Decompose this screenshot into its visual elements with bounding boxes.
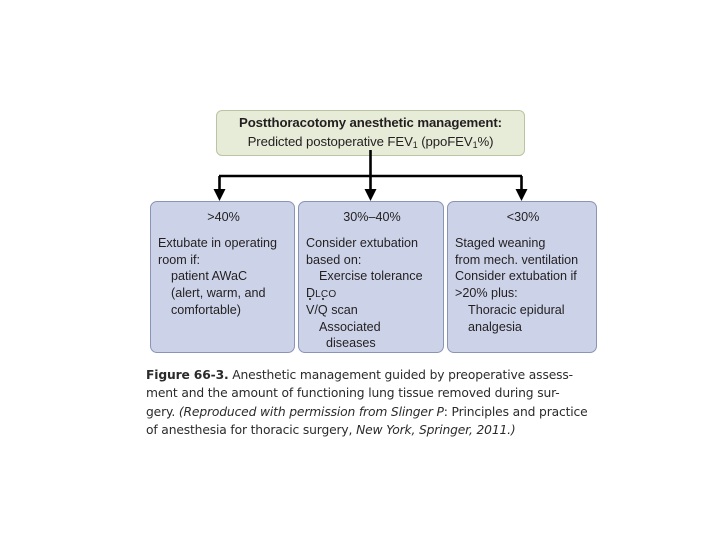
branch-line: Consider extubation — [306, 236, 419, 250]
branch-line: (alert, warm, and — [171, 286, 266, 301]
branch-body: Staged weaning from mech. ventilation Co… — [455, 235, 591, 335]
caption-line-1: Figure 66-3. Anesthetic management guide… — [146, 366, 586, 384]
root-subtitle-sub2: 1 — [472, 140, 478, 151]
connector-arrowheads — [213, 189, 528, 201]
caption-figure-label: Figure 66-3. — [146, 368, 229, 382]
root-subtitle-mid: (ppoFEV — [417, 134, 473, 149]
branch-heading: <30% — [506, 210, 540, 224]
branch-line: diseases — [326, 336, 376, 351]
arrowhead-right — [515, 189, 528, 201]
branch-line: comfortable) — [171, 302, 241, 317]
branch-line: Consider extubation if — [455, 269, 577, 284]
flowchart-branch-row: >40% Extubate in operating room if: pati… — [150, 201, 597, 353]
branch-box-above-40: >40% Extubate in operating room if: pati… — [150, 201, 295, 353]
branch-line: based on: — [306, 252, 362, 267]
connector-arrows — [213, 150, 528, 201]
dlco-subscript: LCO — [315, 289, 337, 301]
caption-line-4: of anesthesia for thoracic surgery, New … — [146, 421, 586, 439]
vq-scan-label: scan — [327, 302, 358, 317]
caption-line-3-roman-a: gery. — [146, 404, 179, 419]
root-subtitle-post: %) — [477, 134, 494, 149]
branch-line: from mech. ventilation — [455, 252, 579, 267]
branch-heading: 30%–40% — [343, 210, 401, 224]
dlco-d: D — [306, 286, 316, 301]
branch-line-dlco: DLCO — [306, 285, 438, 302]
caption-line-3-italic-a: (Reproduced with permission from Slinger… — [178, 404, 444, 419]
root-box-title: Postthoracotomy anesthetic management: — [239, 115, 502, 131]
branch-line: Extubate in operating — [158, 236, 278, 250]
branch-line: Thoracic epidural — [468, 302, 565, 317]
branch-heading: >40% — [207, 210, 240, 224]
branch-line: room if: — [158, 252, 200, 267]
branch-body: Consider extubation based on: Exercise t… — [306, 235, 438, 352]
branch-line: patient AWaC — [171, 269, 248, 284]
arrowhead-left — [213, 189, 226, 201]
caption-line-1-text: Anesthetic management guided by preopera… — [228, 368, 573, 382]
caption-line-3-roman-b: : Principles and practice — [443, 404, 588, 419]
branch-line: analgesia — [468, 319, 522, 334]
branch-line: >20% plus: — [455, 286, 518, 301]
branch-line: Staged weaning — [455, 236, 546, 250]
root-box-subtitle: Predicted postoperative FEV1 (ppoFEV1%) — [248, 134, 494, 151]
branch-box-below-30: <30% Staged weaning from mech. ventilati… — [447, 201, 597, 353]
branch-box-30-to-40: 30%–40% Consider extubation based on: Ex… — [298, 201, 444, 353]
root-subtitle-sub1: 1 — [412, 140, 418, 151]
caption-line-4-italic-a: New York, Springer, 2011.) — [356, 423, 516, 438]
branch-line: Exercise tolerance — [319, 269, 423, 284]
figure-caption: Figure 66-3. Anesthetic management guide… — [146, 366, 588, 440]
flowchart-root-box: Postthoracotomy anesthetic management: P… — [216, 110, 525, 156]
caption-line-2: ment and the amount of functioning lung … — [146, 386, 560, 401]
branch-line-vq-scan: V/Q scan — [306, 302, 438, 319]
vq-slash: / — [314, 302, 318, 317]
caption-line-3: gery. (Reproduced with permission from S… — [146, 403, 588, 421]
vq-q-overdot: Q — [317, 302, 328, 317]
arrowhead-center — [364, 189, 377, 201]
branch-line: Associated — [319, 319, 381, 334]
branch-body: Extubate in operating room if: patient A… — [158, 235, 289, 319]
vq-v-overdot: V — [306, 302, 315, 317]
caption-line-4-roman-a: of anesthesia for thoracic surgery, — [146, 423, 357, 438]
root-subtitle-pre: Predicted postoperative FEV — [247, 134, 413, 149]
